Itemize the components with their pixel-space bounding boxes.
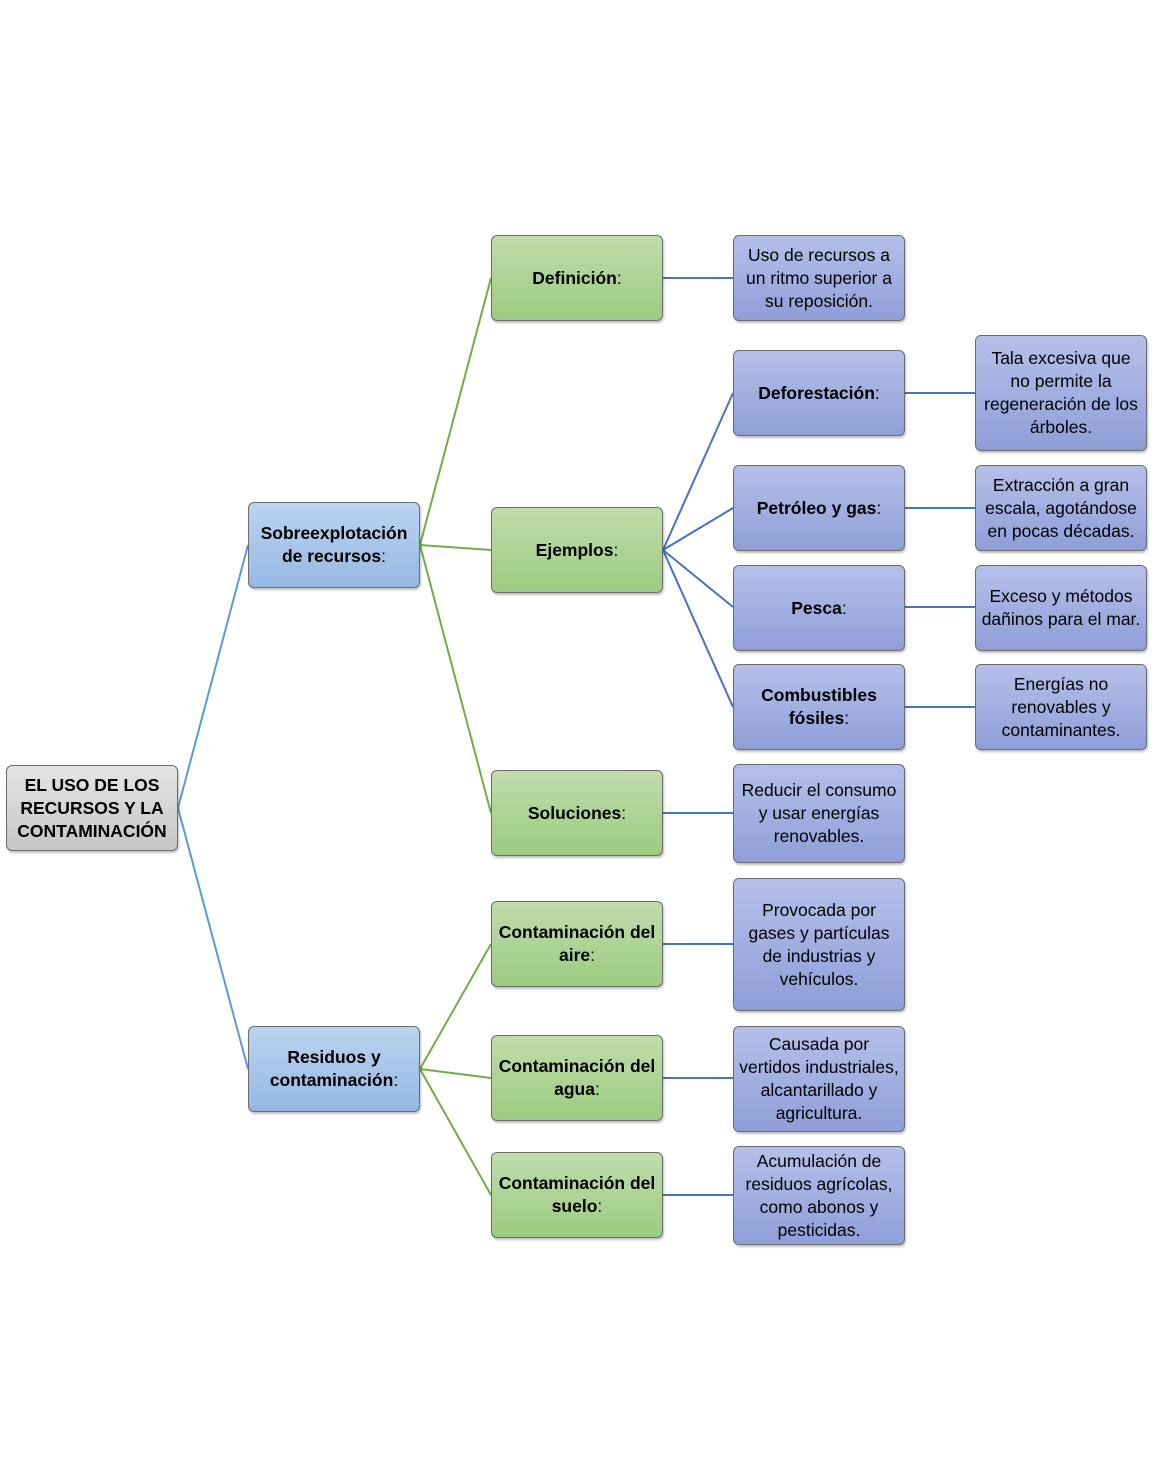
pesca-texto: Exceso y métodos dañinos para el mar.	[981, 586, 1141, 629]
colon: :	[590, 945, 595, 965]
connector-residuos-suelo	[419, 1068, 492, 1196]
soluciones-label: Soluciones	[527, 802, 622, 823]
node-combustibles-texto: Energías no renovables y contaminantes.	[975, 664, 1147, 750]
node-petroleo-gas: Petróleo y gas:	[733, 465, 905, 551]
node-definicion-texto: Uso de recursos a un ritmo superior a su…	[733, 235, 905, 321]
node-pesca: Pesca:	[733, 565, 905, 651]
connector-ejemplos-deforestacion	[662, 392, 734, 551]
node-agua-texto: Causada por vertidos industriales, alcan…	[733, 1026, 905, 1132]
root-label: EL USO DE LOS RECURSOS Y LA CONTAMINACIÓ…	[17, 774, 167, 841]
combustibles-texto: Energías no renovables y contaminantes.	[1001, 673, 1121, 740]
residuos-label: Residuos y contaminación	[269, 1047, 394, 1090]
node-soluciones-texto: Reducir el consumo y usar energías renov…	[733, 764, 905, 863]
suelo-texto: Acumulación de residuos agrícolas, como …	[745, 1150, 893, 1240]
colon: :	[876, 497, 882, 518]
connector-ejemplos-combustibles	[662, 549, 734, 708]
colon: :	[594, 1079, 600, 1099]
petroleo-gas-texto: Extracción a gran escala, agotándose en …	[985, 474, 1137, 541]
node-deforestacion-texto: Tala excesiva que no permite la regenera…	[975, 335, 1147, 451]
colon: :	[841, 597, 847, 618]
colon: :	[613, 539, 619, 560]
node-contaminacion-agua: Contaminación del agua:	[491, 1035, 663, 1121]
aire-texto: Provocada por gases y partículas de indu…	[748, 899, 890, 989]
connector-sobre-definicion	[419, 277, 492, 546]
node-definicion: Definición:	[491, 235, 663, 321]
petroleo-gas-label: Petróleo y gas	[756, 497, 877, 518]
connector-ejemplos-petroleo	[662, 507, 734, 551]
node-sobreexplotacion: Sobreexplotación de recursos:	[248, 502, 420, 588]
node-aire-texto: Provocada por gases y partículas de indu…	[733, 878, 905, 1011]
colon: :	[597, 1196, 603, 1216]
connector-sobre-ejemplos	[419, 544, 492, 551]
ejemplos-label: Ejemplos	[535, 539, 614, 560]
connector-root-residuos	[177, 807, 249, 1070]
node-residuos: Residuos y contaminación:	[248, 1026, 420, 1112]
root-node: EL USO DE LOS RECURSOS Y LA CONTAMINACIÓ…	[6, 765, 178, 851]
node-ejemplos: Ejemplos:	[491, 507, 663, 593]
combustibles-fosiles-label: Combustibles fósiles	[761, 685, 877, 728]
contaminacion-agua-label: Contaminación del agua	[498, 1056, 656, 1099]
colon: :	[616, 267, 622, 288]
sobreexplotacion-label: Sobreexplotación de recursos	[260, 523, 408, 566]
agua-texto: Causada por vertidos industriales, alcan…	[739, 1034, 899, 1123]
colon: :	[621, 802, 627, 823]
connector-residuos-aire	[419, 943, 492, 1070]
contaminacion-aire-label: Contaminación del aire	[498, 922, 656, 965]
colon: :	[393, 1070, 399, 1090]
node-deforestacion: Deforestación:	[733, 350, 905, 436]
pesca-label: Pesca	[791, 597, 842, 618]
definicion-label: Definición	[532, 267, 617, 288]
node-soluciones: Soluciones:	[491, 770, 663, 856]
contaminacion-suelo-label: Contaminación del suelo	[498, 1173, 656, 1216]
node-contaminacion-suelo: Contaminación del suelo:	[491, 1152, 663, 1238]
colon: :	[874, 382, 880, 403]
connector-sobre-soluciones	[419, 544, 492, 814]
node-petroleo-gas-texto: Extracción a gran escala, agotándose en …	[975, 465, 1147, 551]
connector-ejemplos-pesca	[662, 549, 734, 608]
deforestacion-texto: Tala excesiva que no permite la regenera…	[984, 348, 1138, 437]
node-pesca-texto: Exceso y métodos dañinos para el mar.	[975, 565, 1147, 651]
connector-root-sobreexplotacion	[177, 544, 249, 809]
connector-residuos-agua	[419, 1068, 492, 1079]
node-suelo-texto: Acumulación de residuos agrícolas, como …	[733, 1146, 905, 1245]
definicion-texto: Uso de recursos a un ritmo superior a su…	[746, 244, 892, 311]
colon: :	[844, 708, 850, 728]
deforestacion-label: Deforestación	[758, 382, 875, 403]
soluciones-texto: Reducir el consumo y usar energías renov…	[741, 780, 897, 846]
node-combustibles-fosiles: Combustibles fósiles:	[733, 664, 905, 750]
colon: :	[381, 546, 387, 566]
node-contaminacion-aire: Contaminación del aire:	[491, 901, 663, 987]
